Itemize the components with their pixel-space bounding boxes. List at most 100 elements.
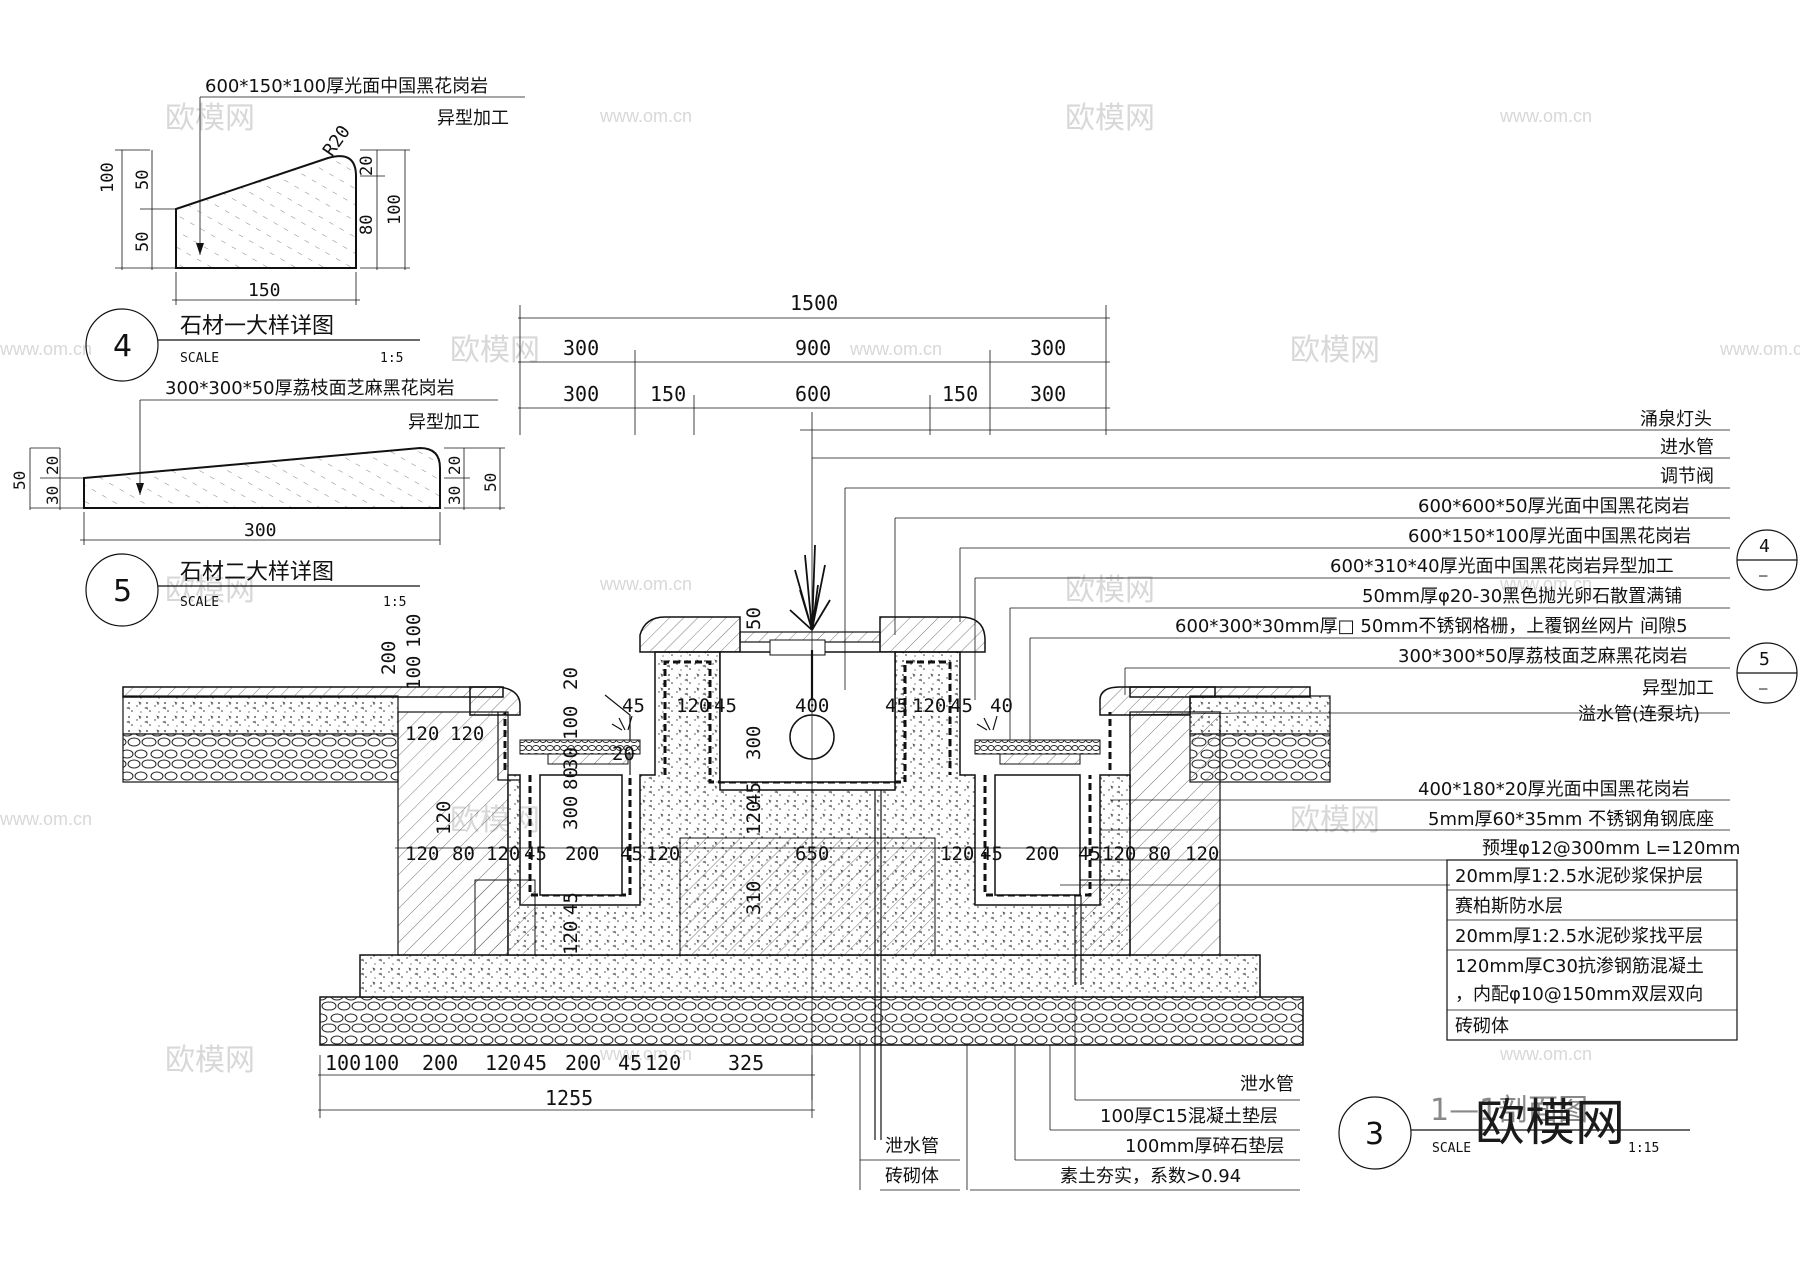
dim-text: 300: [743, 726, 765, 760]
callout-label: 溢水管(连泵坑): [1578, 704, 1700, 725]
detail-4: 600*150*100厚光面中国黑花岗岩 异型加工 R20 100 50 50 …: [85, 76, 525, 382]
dim-text: 30: [43, 486, 62, 505]
dim-text: 30: [560, 747, 582, 770]
dim-text: 300: [244, 520, 277, 541]
dim-text: 200: [1025, 843, 1059, 865]
callout-label: 素土夯实，系数>0.94: [1060, 1166, 1241, 1187]
bottom-callouts: 泄水管 砖砌体 泄水管 100厚C15混凝土垫层 100mm厚碎石垫层 素土夯实…: [885, 1074, 1294, 1187]
callout-label: 600*150*100厚光面中国黑花岗岩: [1408, 526, 1691, 547]
watermark-brand: 欧模网: [1065, 102, 1155, 135]
dim-text: 45: [885, 695, 908, 717]
detail-number: 5: [113, 574, 132, 609]
detail4-note-2: 异型加工: [437, 108, 509, 129]
callout-label: 5mm厚60*35mm 不锈钢角钢底座: [1428, 809, 1714, 830]
callout-label: 调节阀: [1660, 466, 1714, 487]
callout-label: 300*300*50厚荔枝面芝麻黑花岗岩: [1398, 646, 1688, 667]
plant-icon: [611, 715, 998, 731]
ref-number: 5: [1759, 649, 1770, 670]
watermark-url: www.om.cn: [599, 574, 692, 594]
dim-text: 80: [357, 215, 377, 235]
dim-text: 45: [618, 1051, 642, 1075]
dim-text: 400: [795, 695, 829, 717]
stone-2-profile: [83, 446, 441, 509]
watermark-url: www.om.cn: [599, 106, 692, 126]
dim-text: 45: [622, 695, 645, 717]
top-dimensions: 1500 300 900 300 300 150 600 150 300: [518, 291, 1110, 435]
watermark-brand: 欧模网: [165, 574, 255, 607]
callout-label: 50mm厚φ20-30黑色抛光卵石散置满铺: [1362, 586, 1682, 607]
dim-text: 650: [795, 843, 829, 865]
dim-text: 300: [563, 336, 599, 360]
dim-text: 45: [523, 1051, 547, 1075]
watermark-url: www.om.cn: [0, 809, 92, 829]
left-channel: [539, 774, 623, 896]
dim-text: 50: [481, 473, 500, 492]
dim-text: 120: [940, 843, 974, 865]
section-drawing: 1500 300 900 300 300 150 600 150 300: [122, 291, 1798, 1191]
dim-text: 300: [1030, 382, 1066, 406]
watermark-layer: 欧模网 www.om.cn 欧模网 www.om.cn www.om.cn 欧模…: [0, 102, 1800, 1077]
dim-text: 20: [560, 667, 582, 690]
dim-text: 40: [990, 695, 1013, 717]
concrete-base: [359, 954, 1261, 998]
dim-text: 120: [646, 843, 680, 865]
watermark-brand: 欧模网: [1290, 804, 1380, 837]
gravel-base: [319, 996, 1304, 1046]
dim-text: 80: [452, 843, 475, 865]
dim-text: 200: [378, 641, 400, 675]
dim-text: 120: [912, 695, 946, 717]
watermark-brand: 欧模网: [1290, 334, 1380, 367]
dim-text: 100: [403, 614, 425, 648]
ref-sub: —: [1759, 681, 1768, 697]
callout-label: 400*180*20厚光面中国黑花岗岩: [1418, 779, 1690, 800]
dim-text: 200: [422, 1051, 458, 1075]
callout-label: 预埋φ12@300mm L=120mm: [1482, 838, 1740, 859]
watermark-url: www.om.cn: [0, 339, 92, 359]
dim-text: 120: [645, 1051, 681, 1075]
layer-label: 20mm厚1:2.5水泥砂浆保护层: [1455, 866, 1703, 887]
dim-text: 20: [357, 156, 377, 176]
ref-marker-4: 4 —: [1736, 529, 1798, 591]
dim-text: 100: [98, 162, 118, 193]
dim-text: 45: [620, 843, 643, 865]
watermark-logo: 欧模网: [1475, 1094, 1625, 1152]
dim-text: 45: [560, 892, 582, 915]
detail-number: 4: [113, 329, 132, 364]
callout-label: 600*600*50厚光面中国黑花岗岩: [1418, 496, 1690, 517]
watermark-brand: 欧模网: [450, 334, 540, 367]
dim-text: 50: [133, 170, 153, 190]
dim-text: 310: [743, 881, 765, 915]
dim-text: 120: [450, 723, 484, 745]
watermark-brand: 欧模网: [165, 1044, 255, 1077]
callout-label: 涌泉灯头: [1640, 409, 1712, 430]
dim-text: 50: [10, 471, 29, 490]
layer-label: 砖砌体: [1455, 1016, 1509, 1037]
dim-text: 200: [565, 1051, 601, 1075]
watermark-url: www.om.cn: [599, 1044, 692, 1064]
dim-text: 300: [1030, 336, 1066, 360]
dim-text: 120: [676, 695, 710, 717]
dim-text: 325: [728, 1051, 764, 1075]
dim-text: 300: [563, 382, 599, 406]
scale-label: SCALE: [180, 595, 219, 610]
detail-title: 石材二大样详图: [180, 560, 334, 585]
section-title-block: 3 1—1剖面图 SCALE 1:15 欧模网: [1338, 1093, 1690, 1170]
watermark-brand: 欧模网: [1065, 574, 1155, 607]
callout-label: 100厚C15混凝土垫层: [1100, 1106, 1278, 1127]
dim-text: 45: [980, 843, 1003, 865]
watermark-url: www.om.cn: [849, 339, 942, 359]
dim-text: 80: [560, 767, 582, 790]
detail-number-circle: [85, 553, 159, 627]
layer-label: 赛柏斯防水层: [1455, 896, 1563, 917]
detail5-note-2: 异型加工: [408, 412, 480, 433]
dim-text: 120: [1102, 843, 1136, 865]
layer-label: 20mm厚1:2.5水泥砂浆找平层: [1455, 926, 1703, 947]
brick-wall-right: [1129, 711, 1221, 956]
dim-text: 100: [403, 656, 425, 690]
dim-text: 100: [325, 1051, 361, 1075]
layer-label: ，内配φ10@150mm双层双向: [1455, 984, 1703, 1005]
dim-text: 120: [486, 843, 520, 865]
dim-text: 20: [612, 743, 635, 765]
watermark-url: www.om.cn: [1499, 574, 1592, 594]
